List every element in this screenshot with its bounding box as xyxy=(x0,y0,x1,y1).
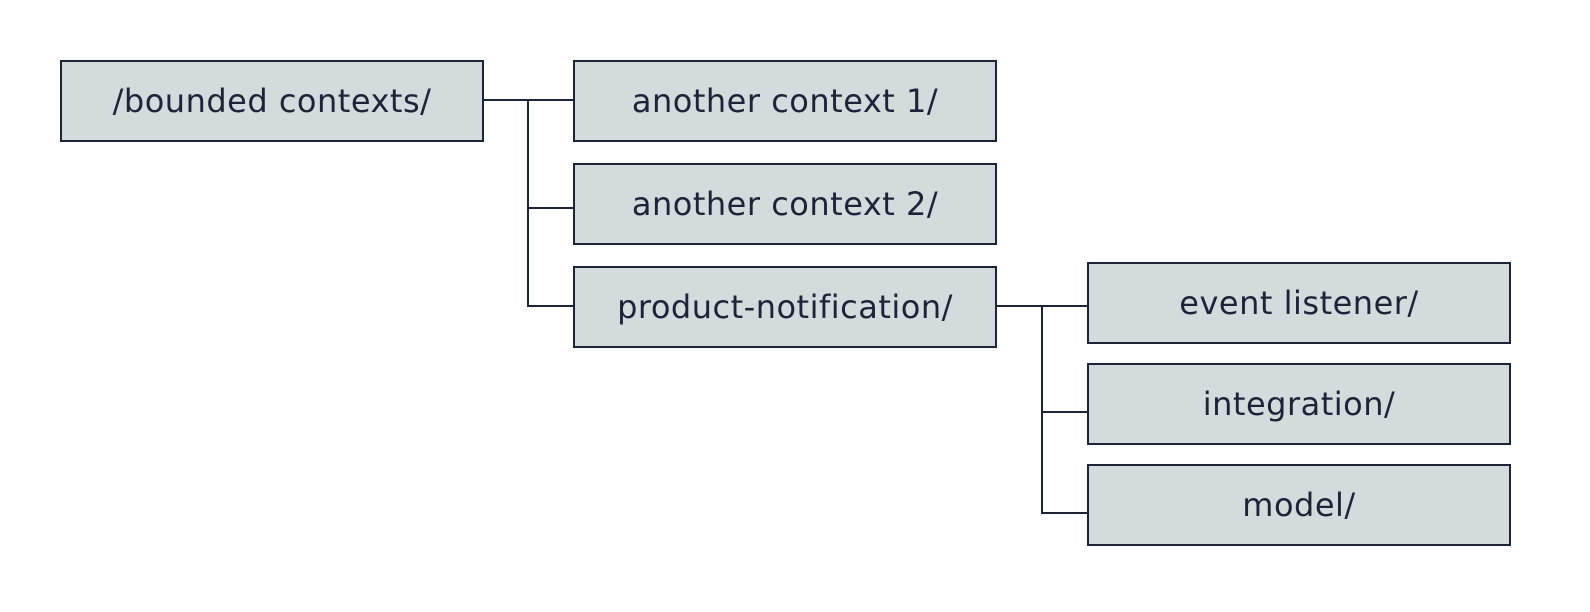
node-label: another context 1/ xyxy=(631,82,939,120)
node-another-context-1: another context 1/ xyxy=(573,60,997,142)
node-label: integration/ xyxy=(1202,385,1396,423)
node-label: event listener/ xyxy=(1179,284,1419,322)
node-model: model/ xyxy=(1087,464,1511,546)
node-event-listener: event listener/ xyxy=(1087,262,1511,344)
node-bounded-contexts: /bounded contexts/ xyxy=(60,60,484,142)
node-product-notification: product-notification/ xyxy=(573,266,997,348)
node-integration: integration/ xyxy=(1087,363,1511,445)
node-another-context-2: another context 2/ xyxy=(573,163,997,245)
node-label: product-notification/ xyxy=(617,288,953,326)
node-label: model/ xyxy=(1242,486,1356,524)
node-label: another context 2/ xyxy=(631,185,939,223)
node-label: /bounded contexts/ xyxy=(112,82,432,120)
